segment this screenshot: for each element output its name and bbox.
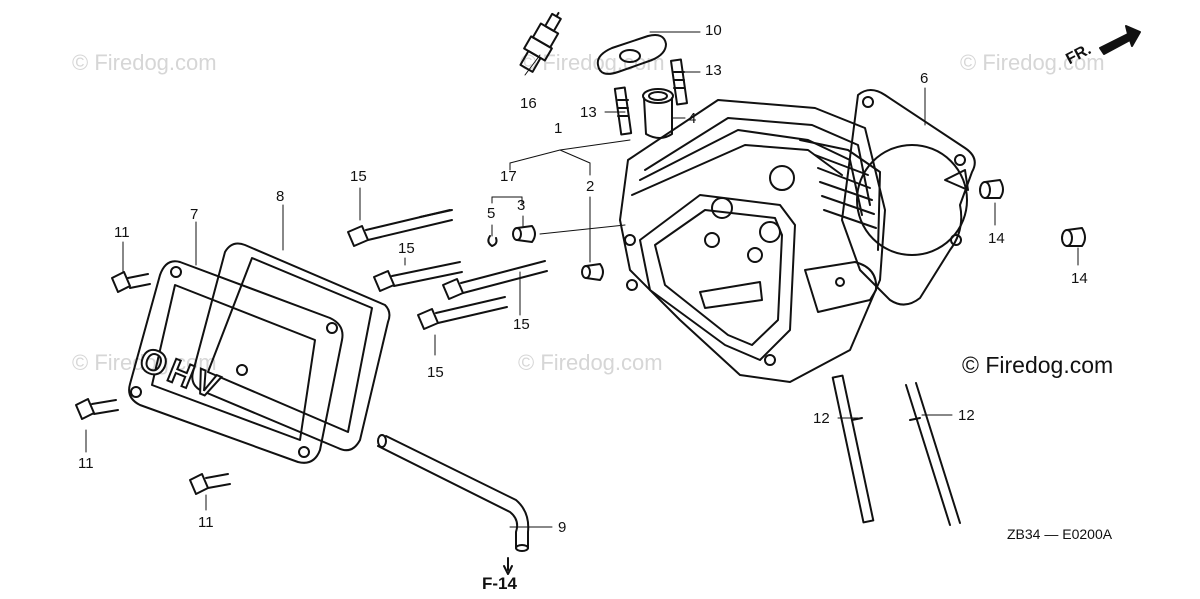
front-arrow-icon <box>1099 25 1141 55</box>
callout-11: 11 <box>78 455 94 472</box>
copyright-notice: © Firedog.com <box>962 352 1114 378</box>
callout-15: 15 <box>398 240 415 257</box>
callout-10: 10 <box>705 22 722 39</box>
insulator-gasket <box>596 34 667 75</box>
callout-17: 17 <box>500 168 517 185</box>
callout-1: 1 <box>554 120 563 137</box>
callout-16: 16 <box>520 95 537 112</box>
stud-bolts <box>613 58 689 136</box>
cover-bolts <box>75 271 231 495</box>
watermark: © Firedog.com <box>960 50 1105 75</box>
intake-pipe <box>642 88 674 139</box>
callout-14: 14 <box>1071 270 1088 287</box>
diagram-code: ZB34 — E0200A <box>1007 526 1113 542</box>
callout-6: 6 <box>920 70 929 87</box>
watermark: © Firedog.com <box>518 350 663 375</box>
head-cover <box>128 260 344 464</box>
leader-lines <box>85 31 1079 528</box>
callout-13: 13 <box>705 62 722 79</box>
watermark: © Firedog.com <box>72 50 217 75</box>
head-studs <box>831 374 961 526</box>
callout-3: 3 <box>517 197 526 214</box>
head-gasket <box>841 89 976 306</box>
callout-15: 15 <box>350 168 367 185</box>
cylinder-head <box>619 99 886 383</box>
spark-plug <box>519 11 562 73</box>
callout-5: 5 <box>487 205 496 222</box>
flange-bolts <box>347 209 548 330</box>
callout-15: 15 <box>427 364 444 381</box>
callout-14: 14 <box>988 230 1005 247</box>
callout-11: 11 <box>198 514 214 531</box>
callout-2: 2 <box>586 178 595 195</box>
callout-15: 15 <box>513 316 530 333</box>
callout-8: 8 <box>276 188 285 205</box>
callout-4: 4 <box>688 110 697 127</box>
callout-9: 9 <box>558 519 567 536</box>
dowel-pins <box>979 179 1086 247</box>
callout-13: 13 <box>580 104 597 121</box>
small-pins <box>487 225 604 281</box>
callout-11: 11 <box>114 224 130 241</box>
breather-tube <box>377 434 530 575</box>
cover-gasket <box>191 242 391 452</box>
page-reference: F-14 <box>482 574 517 593</box>
callout-12: 12 <box>958 407 975 424</box>
callout-7: 7 <box>190 206 199 223</box>
callout-12: 12 <box>813 410 830 427</box>
